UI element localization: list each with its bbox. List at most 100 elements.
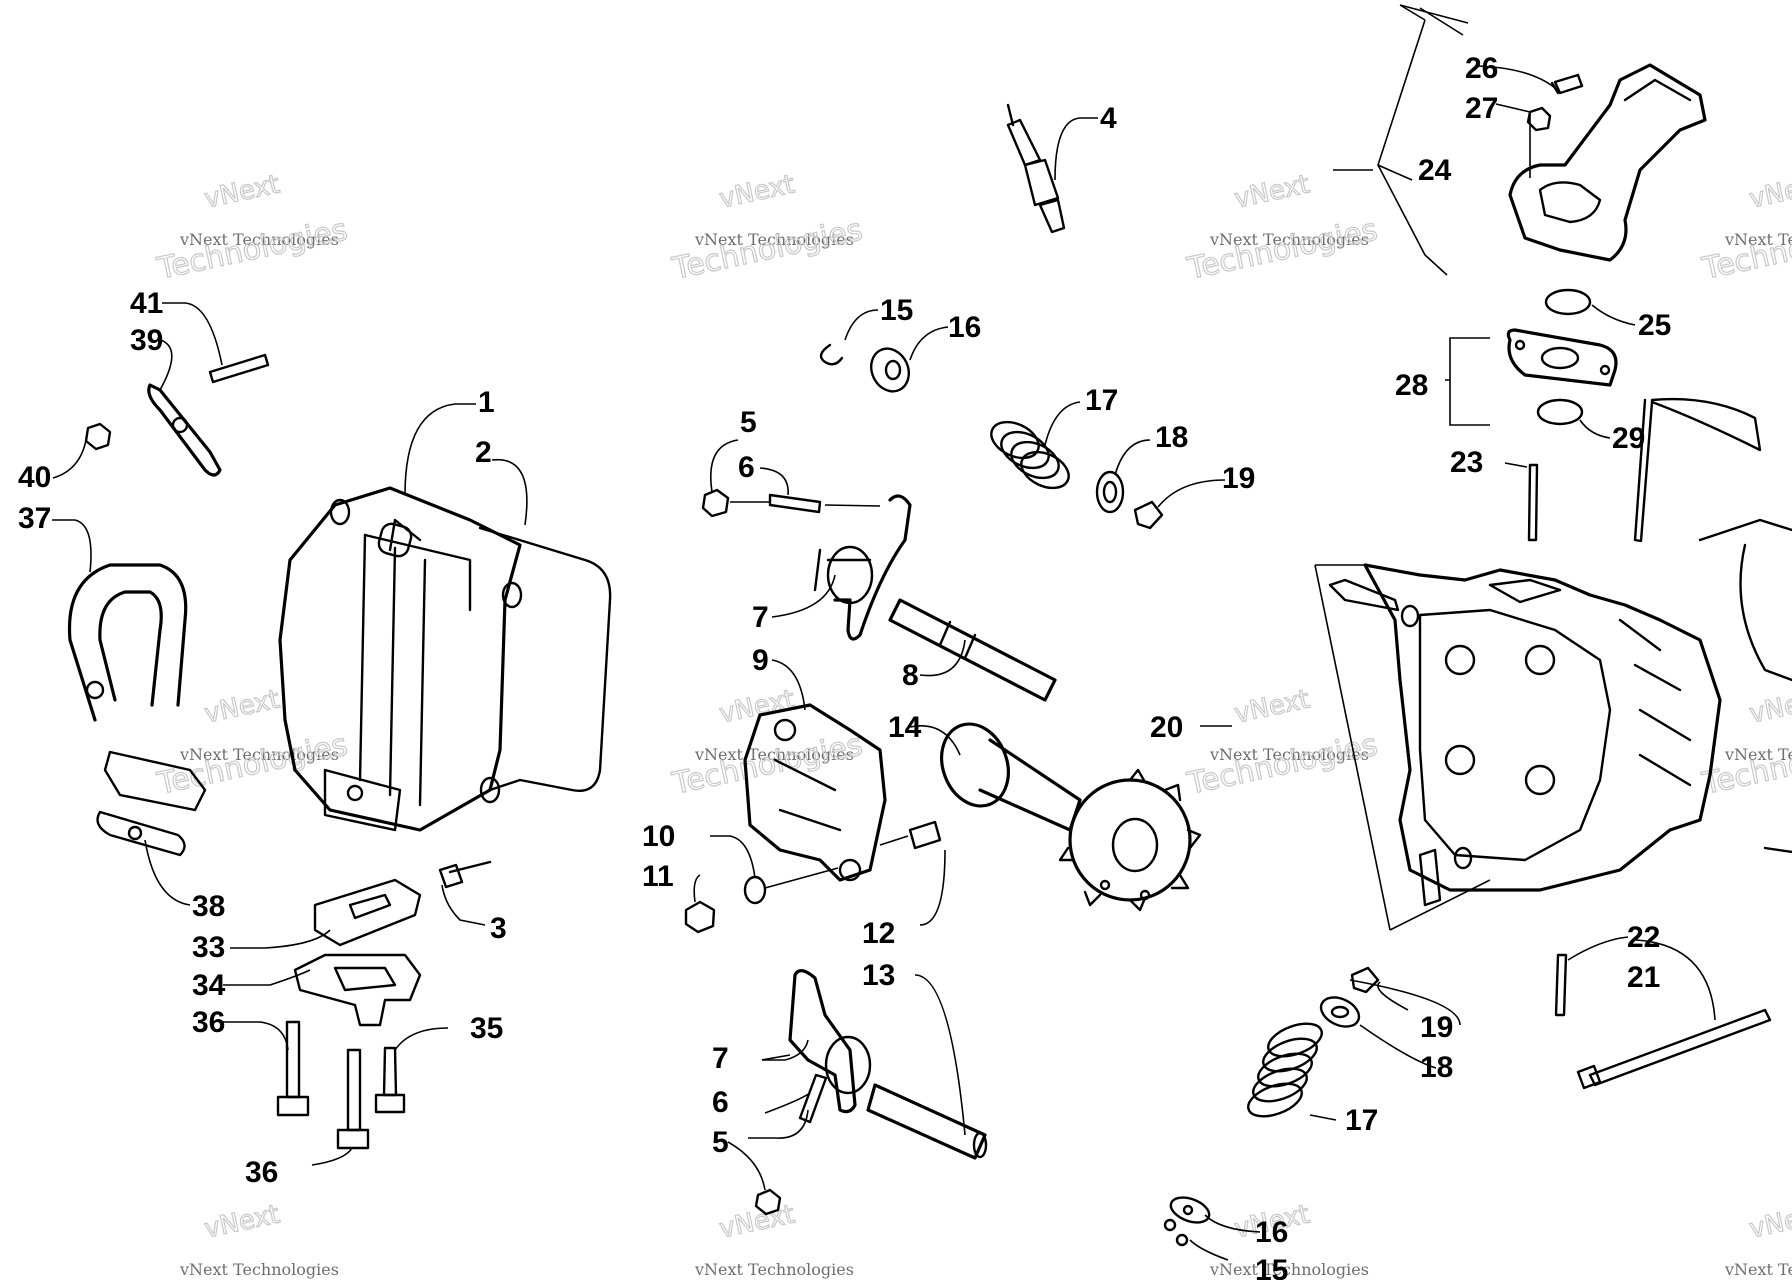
breather-plate	[293, 953, 422, 1027]
rocker-arm-lower	[788, 969, 872, 1114]
callout-23: 23	[1450, 446, 1483, 479]
watermark-name: vNext Technologies	[1724, 1260, 1792, 1279]
watermark-small: vNext	[202, 169, 283, 214]
rocker-arm-upper	[813, 494, 912, 641]
watermark-small: vNext	[1747, 169, 1792, 214]
washer-18	[1095, 470, 1125, 514]
cylinder-head-20	[1314, 518, 1792, 931]
stud-23	[1527, 463, 1539, 542]
callout-18-upper: 18	[1155, 421, 1188, 454]
callout-19-upper: 19	[1222, 462, 1255, 495]
watermark-big: Technologies	[1184, 212, 1381, 287]
bolt-36-upper	[276, 1020, 310, 1117]
watermark-name: vNext Technologies	[1209, 1260, 1369, 1279]
washer-10	[743, 867, 839, 905]
callout-35: 35	[470, 1012, 503, 1045]
callout-15-lower: 15	[1255, 1254, 1288, 1280]
watermark-name: vNext Technologies	[179, 745, 339, 764]
watermark-big: Technologies	[669, 212, 866, 287]
bolt-3	[438, 860, 492, 889]
callout-24: 24	[1418, 154, 1452, 187]
callout-26: 26	[1465, 52, 1498, 85]
watermark-big: Technologies	[154, 727, 351, 802]
watermark-mid-1: vNext vNext Technologies Technologies	[153, 684, 351, 803]
bracket-28	[1445, 337, 1490, 426]
watermark-mid-2: vNext vNext Technologies Technologies	[668, 684, 866, 803]
bolt-35	[374, 1046, 406, 1114]
retainer-19-lower	[1350, 966, 1380, 994]
callout-28: 28	[1395, 369, 1428, 402]
clip-15	[819, 343, 844, 366]
callout-36-upper: 36	[192, 1006, 225, 1039]
callout-7-upper: 7	[752, 601, 769, 634]
leader-lines	[52, 65, 1716, 1261]
watermark-name: vNext Technologies	[694, 745, 854, 764]
callout-14: 14	[888, 711, 922, 744]
callout-36-lower: 36	[245, 1156, 278, 1189]
watermark-small: vNext	[202, 1199, 283, 1244]
watermark-small: vNext	[1747, 684, 1792, 729]
callout-13: 13	[862, 959, 895, 992]
callout-17-upper: 17	[1085, 384, 1118, 417]
callout-11: 11	[642, 860, 674, 893]
callout-9: 9	[752, 644, 769, 677]
watermark-small: vNext	[1232, 169, 1313, 214]
valve-cover-gasket	[478, 526, 612, 792]
callout-8: 8	[902, 659, 919, 692]
o-ring-25	[1544, 288, 1592, 316]
watermark-name: vNext Technologies	[694, 1260, 854, 1279]
callout-19-lower: 19	[1420, 1011, 1453, 1044]
watermark-top-3: vNext vNext Technologies Technologies	[1183, 169, 1381, 288]
adjuster-6-upper	[730, 493, 881, 514]
callout-3: 3	[490, 912, 507, 945]
callout-25: 25	[1638, 309, 1671, 342]
callout-21: 21	[1627, 961, 1660, 994]
callout-17-lower: 17	[1345, 1104, 1378, 1137]
callout-29: 29	[1612, 422, 1645, 455]
callout-5-upper: 5	[740, 406, 757, 439]
bolt-26	[1550, 73, 1584, 95]
watermark-name: vNext Technologies	[1724, 745, 1792, 764]
watermark-small: vNext	[1747, 1199, 1792, 1244]
watermark-mid-3: vNext vNext Technologies Technologies	[1183, 684, 1381, 803]
clip-15-lower	[1163, 1218, 1189, 1247]
rubber-damper	[313, 878, 422, 947]
watermark-bottom-4: vNext vNext Technologies	[1724, 1199, 1792, 1279]
callout-40: 40	[18, 461, 51, 494]
watermark-name: vNext Technologies	[694, 230, 854, 249]
dowel-12	[879, 820, 942, 850]
watermark-top-2: vNext vNext Technologies Technologies	[668, 169, 866, 288]
callout-39: 39	[130, 324, 163, 357]
watermark-bottom-2: vNext vNext Technologies	[694, 1199, 854, 1279]
valve-seal-16	[870, 347, 910, 393]
stud-22	[1554, 953, 1568, 1017]
callout-6-lower: 6	[712, 1086, 729, 1119]
watermark-name: vNext Technologies	[179, 1260, 339, 1279]
breather-gasket	[96, 810, 186, 857]
o-ring-29	[1536, 398, 1584, 426]
intake-manifold	[1508, 63, 1707, 262]
callout-22: 22	[1627, 921, 1660, 954]
rocker-shaft-8	[888, 598, 1057, 702]
callout-16-upper: 16	[948, 311, 981, 344]
callout-12: 12	[862, 917, 895, 950]
watermark-small: vNext	[717, 169, 798, 214]
nut-5-lower	[754, 1188, 782, 1216]
adjuster-6-lower	[798, 1073, 828, 1124]
retainer-19	[1133, 500, 1164, 530]
callout-7-lower: 7	[712, 1042, 729, 1075]
watermark-name: vNext Technologies	[1209, 230, 1369, 249]
watermark-name: vNext Technologies	[179, 230, 339, 249]
watermark-big: Technologies	[154, 212, 351, 287]
callout-2: 2	[475, 436, 492, 469]
callout-6-upper: 6	[738, 451, 755, 484]
valve-cover	[278, 486, 523, 832]
spark-plug	[1006, 103, 1066, 234]
callout-16-lower: 16	[1255, 1216, 1288, 1249]
washer-18-lower	[1319, 996, 1361, 1028]
nut-11	[684, 900, 716, 934]
bolt-21	[1576, 1008, 1772, 1090]
callout-34: 34	[192, 969, 226, 1002]
watermark-name: vNext Technologies	[1724, 230, 1792, 249]
